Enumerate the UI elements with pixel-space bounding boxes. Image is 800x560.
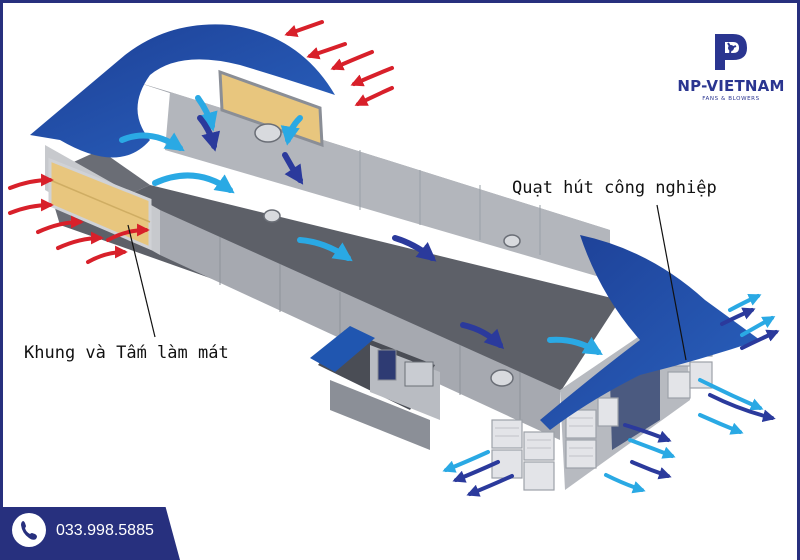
exhaust-fan-units	[491, 329, 713, 491]
hot-air-arrows	[8, 20, 394, 264]
front-wall-left	[45, 145, 160, 255]
brand-tagline: FANS & BLOWERS	[702, 96, 760, 102]
brand-name: NP-VIETNAM	[677, 77, 785, 95]
phone-number[interactable]: 033.998.5885	[56, 522, 154, 539]
exhaust-path-arrows	[197, 115, 505, 350]
phone-icon	[12, 513, 46, 547]
cool-air-arrows	[119, 95, 603, 355]
callout-lines	[127, 204, 687, 361]
front-wall	[160, 210, 560, 440]
circulation-fans	[254, 123, 521, 387]
np-logo-icon	[715, 34, 747, 70]
roof	[30, 24, 760, 430]
entrance-room	[310, 326, 440, 450]
exhaust-fan-label: Quạt hút công nghiệp	[512, 178, 717, 198]
brand-logo: NP-VIETNAM FANS & BLOWERS	[676, 30, 786, 102]
cooling-pad-label: Khung và Tấm làm mát	[24, 343, 229, 363]
fan-louvers	[495, 417, 593, 457]
exhaust-air-arrows	[442, 293, 780, 497]
